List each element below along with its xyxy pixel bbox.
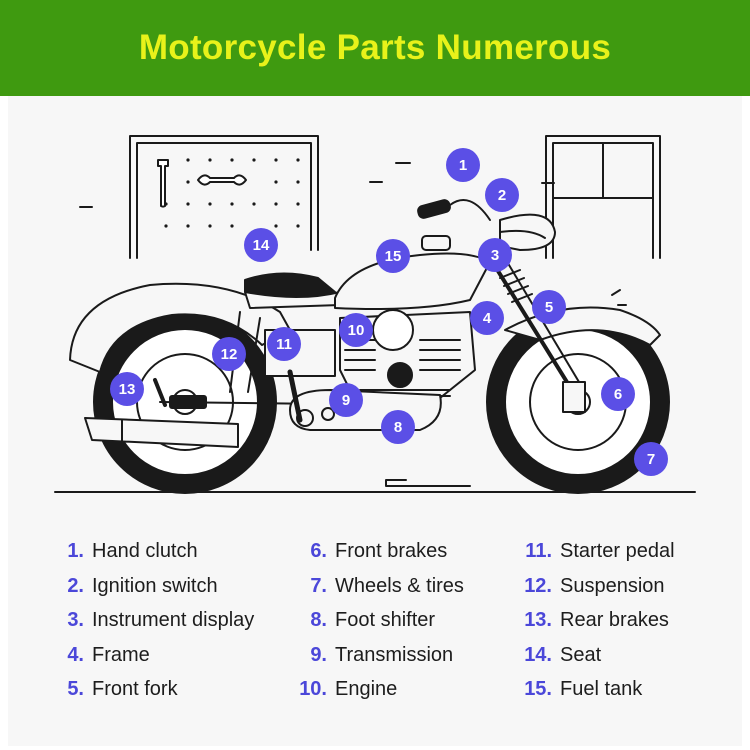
legend-item: 14.Seat <box>524 644 602 666</box>
svg-text:11: 11 <box>276 336 292 353</box>
svg-text:2: 2 <box>498 187 506 204</box>
legend-item: 6.Front brakes <box>310 540 448 562</box>
marker-2: 2 <box>485 178 519 212</box>
legend-item: 1.Hand clutch <box>67 540 198 562</box>
svg-text:12: 12 <box>221 346 238 363</box>
marker-1: 1 <box>446 148 480 182</box>
marker-13: 13 <box>110 372 144 406</box>
svg-text:1: 1 <box>459 157 467 174</box>
marker-8: 8 <box>381 410 415 444</box>
marker-5: 5 <box>532 290 566 324</box>
legend-item: 7.Wheels & tires <box>310 575 464 597</box>
marker-9: 9 <box>329 383 363 417</box>
marker-11: 11 <box>267 327 301 361</box>
svg-text:6: 6 <box>614 386 622 403</box>
window <box>545 135 661 259</box>
legend-item: 8.Foot shifter <box>310 609 436 631</box>
svg-text:13: 13 <box>119 381 136 398</box>
svg-text:14: 14 <box>253 237 270 254</box>
svg-text:15: 15 <box>385 248 402 265</box>
legend-item: 4.Frame <box>67 644 150 666</box>
marker-7: 7 <box>634 442 668 476</box>
legend-item: 9.Transmission <box>310 644 454 666</box>
marker-12: 12 <box>212 337 246 371</box>
legend-item: 10.Engine <box>299 678 398 700</box>
marker-3: 3 <box>478 238 512 272</box>
marker-6: 6 <box>601 377 635 411</box>
svg-text:4: 4 <box>483 310 492 327</box>
svg-text:10: 10 <box>348 322 365 339</box>
marker-15: 15 <box>376 239 410 273</box>
svg-text:3: 3 <box>491 247 499 264</box>
legend-item: 5.Front fork <box>67 678 178 700</box>
marker-14: 14 <box>244 228 278 262</box>
title-banner: Motorcycle Parts Numerous <box>0 0 750 96</box>
legend-item: 2.Ignition switch <box>67 575 218 597</box>
legend-item: 11.Starter pedal <box>525 540 675 562</box>
svg-text:9: 9 <box>342 392 350 409</box>
part-markers: 1 2 3 4 5 6 7 8 9 10 11 12 13 14 15 <box>110 148 668 476</box>
page-title: Motorcycle Parts Numerous <box>138 28 612 67</box>
svg-text:8: 8 <box>394 419 402 436</box>
svg-text:7: 7 <box>647 451 655 468</box>
marker-10: 10 <box>339 313 373 347</box>
marker-4: 4 <box>470 301 504 335</box>
legend-item: 12.Suspension <box>524 575 665 597</box>
legend-item: 15.Fuel tank <box>524 678 643 700</box>
pegboard <box>129 135 319 259</box>
legend-item: 13.Rear brakes <box>524 609 669 631</box>
legend-item: 3.Instrument display <box>67 609 255 631</box>
svg-text:5: 5 <box>545 299 553 316</box>
